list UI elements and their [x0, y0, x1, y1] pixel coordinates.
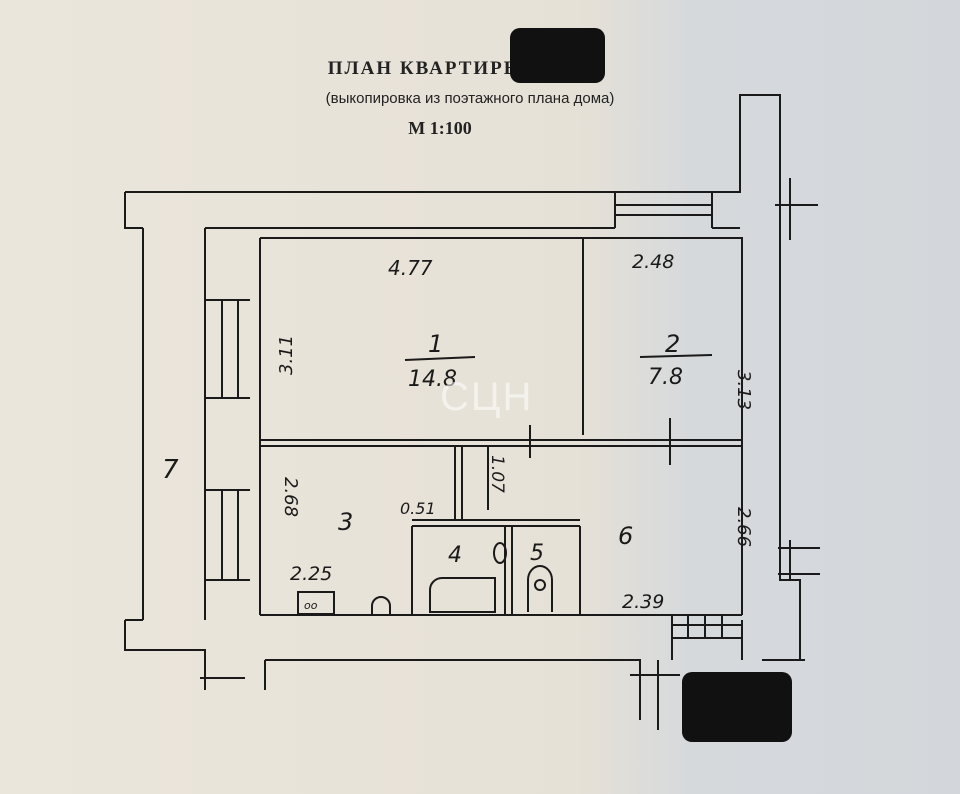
washbasin-icon [493, 542, 507, 564]
dim-room3-width: 2.25 [290, 563, 332, 585]
plan-scale: М 1:100 [408, 118, 472, 138]
dim-room1-width: 4.77 [388, 256, 433, 280]
dim-corridor-width: 0.51 [400, 499, 436, 518]
dim-room2-width: 2.48 [632, 251, 674, 273]
stove-label: oo [304, 599, 318, 612]
room-2-area: 7.8 [648, 365, 683, 390]
redaction-mark [682, 672, 792, 742]
room-2-number: 2 [665, 330, 680, 358]
dim-room6-width: 2.39 [622, 591, 664, 613]
stove-icon [297, 591, 335, 615]
dim-room3-depth: 2.68 [280, 477, 301, 517]
room-1-area: 14.8 [408, 367, 457, 392]
sink-icon [371, 596, 391, 614]
room-3-number: 3 [338, 508, 353, 536]
dim-corridor-depth: 1.07 [487, 455, 507, 493]
plan-subtitle: (выкопировка из поэтажного плана дома) [325, 90, 615, 107]
room-6-number: 6 [618, 522, 633, 550]
watermark: СЦН [440, 375, 534, 419]
room-4-number: 4 [448, 543, 462, 568]
room-1-number: 1 [428, 330, 443, 358]
dim-room2-depth: 3.13 [733, 370, 754, 410]
plan-title: ПЛАН КВАРТИРЫ № [327, 58, 553, 79]
dim-room1-depth: 3.11 [276, 335, 297, 375]
walls [124, 94, 820, 730]
redaction-mark [510, 28, 605, 83]
fixtures [297, 542, 553, 615]
toilet-icon [527, 565, 553, 612]
bathtub-icon [429, 577, 496, 613]
dim-room6-depth: 2.66 [733, 507, 754, 547]
room-7-number: 7 [162, 455, 179, 485]
room-5-number: 5 [530, 541, 544, 566]
